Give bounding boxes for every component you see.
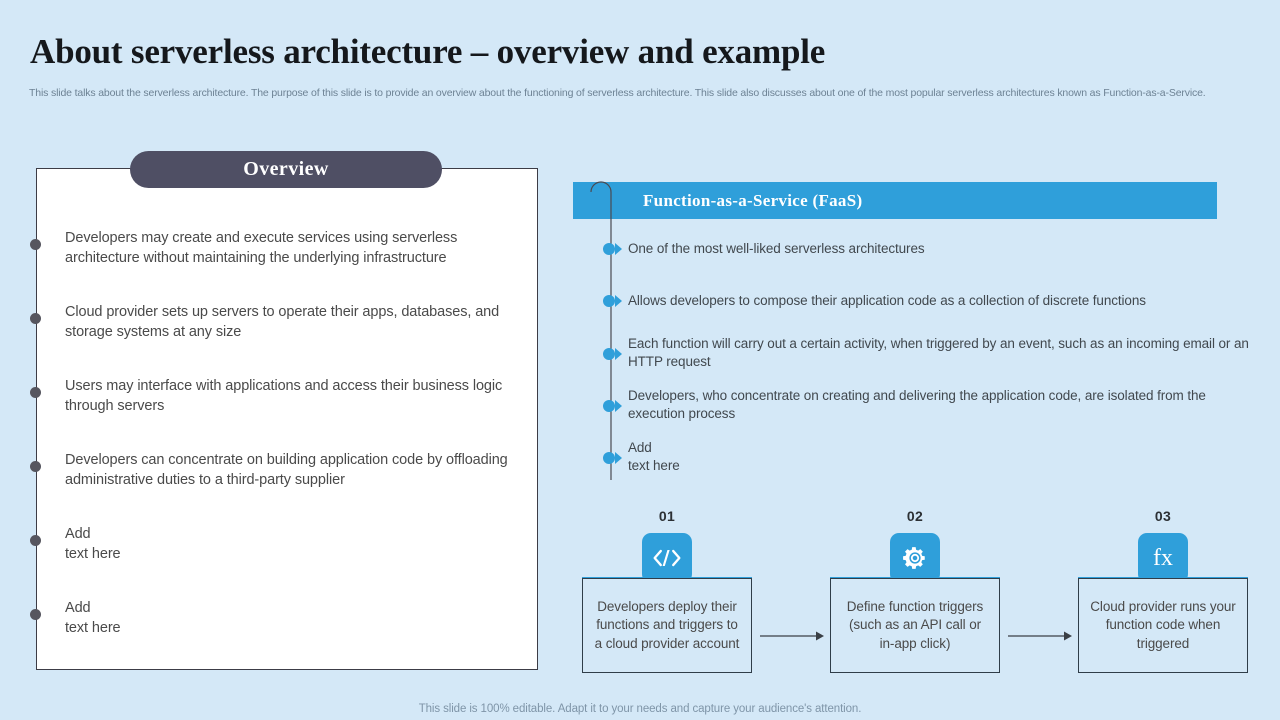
fx-icon: fx [1138,533,1188,583]
list-item-label: Add text here [628,440,680,473]
overview-panel [36,168,538,670]
list-item-label: Users may interface with applications an… [65,378,503,414]
bullet-dot-icon [30,461,41,472]
step-label: Developers deploy their functions and tr… [594,598,740,651]
list-item-label: Cloud provider sets up servers to operat… [65,304,500,340]
list-item-label: Add text here [65,600,121,636]
faas-header-bar: Function-as-a-Service (FaaS) [573,182,1217,219]
step-arrow-2-to-3-icon [1008,631,1072,641]
bullet-arrow-icon [603,452,622,464]
bullet-dot-icon [30,387,41,398]
step-box: Cloud provider runs your function code w… [1078,578,1248,673]
step-box: Define function triggers (such as an API… [830,578,1000,673]
step-label: Define function triggers (such as an API… [846,598,984,651]
page-subtitle: This slide talks about the serverless ar… [29,87,1206,99]
faas-connector-line [590,181,612,480]
list-item-label: One of the most well-liked serverless ar… [628,241,925,256]
step-number: 02 [906,508,924,524]
step-label: Cloud provider runs your function code w… [1090,598,1236,651]
list-item-label: Each function will carry out a certain a… [628,336,1249,369]
bullet-dot-icon [30,239,41,250]
step-number: 03 [1154,508,1172,524]
overview-heading: Overview [130,151,442,188]
step-arrow-1-to-2-icon [760,631,824,641]
list-item-label: Developers, who concentrate on creating … [628,388,1206,421]
gear-icon [890,533,940,583]
bullet-dot-icon [30,609,41,620]
step-number: 01 [658,508,676,524]
overview-list: Developers may create and execute servic… [30,215,538,655]
faas-list: One of the most well-liked serverless ar… [573,235,1253,485]
bullet-arrow-icon [603,243,622,255]
list-item-label: Developers can concentrate on building a… [65,452,508,488]
bullet-dot-icon [30,535,41,546]
step-box: Developers deploy their functions and tr… [582,578,752,673]
page-title: About serverless architecture – overview… [30,32,826,71]
code-brackets-icon [642,533,692,583]
list-item-label: Developers may create and execute servic… [65,230,458,266]
bullet-arrow-icon [603,348,622,360]
bullet-arrow-icon [603,295,622,307]
bullet-arrow-icon [603,400,622,412]
list-item-label: Add text here [65,526,121,562]
slide-footer: This slide is 100% editable. Adapt it to… [418,703,862,715]
list-item-label: Allows developers to compose their appli… [628,293,1146,308]
faas-heading: Function-as-a-Service (FaaS) [643,190,863,210]
bullet-dot-icon [30,313,41,324]
fx-icon-label: fx [1153,545,1173,571]
